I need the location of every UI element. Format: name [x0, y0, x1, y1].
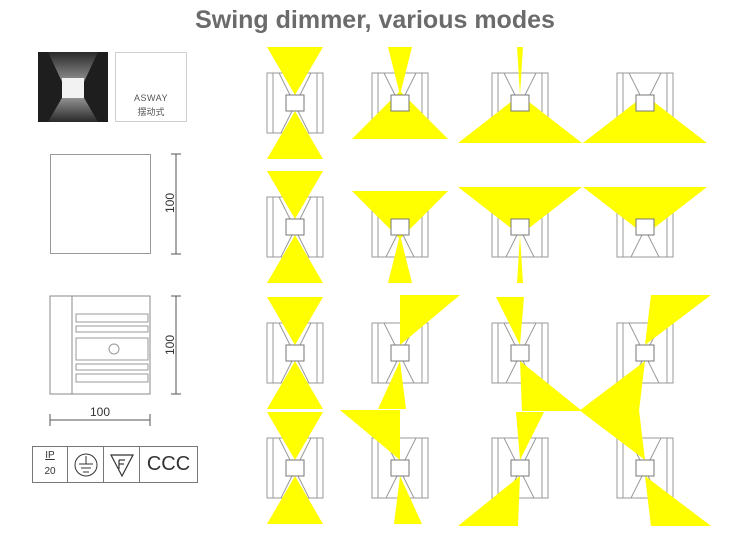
fixture-outline: [616, 322, 674, 384]
light-glow-bottom: [48, 96, 98, 122]
beam-down: [267, 235, 323, 283]
ip-value: 20: [44, 466, 56, 477]
beam-up: [496, 297, 524, 345]
beam-up: [516, 412, 544, 460]
side-height-dimension-line: [171, 295, 181, 395]
side-width-label: 100: [89, 405, 111, 419]
lamp-cube: [510, 459, 530, 477]
front-height-label: 100: [163, 192, 177, 214]
beam-down: [378, 361, 406, 409]
page-title: Swing dimmer, various modes: [195, 6, 555, 34]
lamp-cube: [390, 459, 410, 477]
beam-up: [340, 410, 400, 460]
lamp-cube: [390, 344, 410, 362]
beam-down: [645, 476, 711, 526]
lamp-cube: [285, 94, 305, 112]
lamp-cube: [285, 344, 305, 362]
beam-down: [520, 361, 582, 411]
ip-rating-cell: IP 20: [33, 447, 68, 482]
beam-down: [267, 476, 323, 524]
beam-up: [645, 295, 711, 345]
beam-down: [352, 91, 448, 139]
beam-down: [267, 111, 323, 159]
side-height-label: 100: [163, 334, 177, 356]
beam-up: [267, 297, 323, 345]
beam-down: [458, 476, 520, 526]
side-width-dimension-line: [49, 414, 151, 426]
lamp-cube: [510, 344, 530, 362]
side-view-drawing: [49, 295, 151, 395]
lamp-cube: [390, 218, 410, 236]
mode-label-en: ASWAY: [133, 93, 168, 103]
mode-diagram-grid: [266, 47, 711, 526]
beam-up: [517, 47, 523, 95]
mode-label-box: ASWAY 摆动式: [115, 52, 187, 122]
product-photo: [38, 52, 108, 122]
beam-up: [388, 47, 412, 95]
beam-up: [579, 410, 645, 460]
beam-down: [394, 476, 422, 524]
beam-down: [267, 361, 323, 409]
beam-down: [458, 95, 582, 143]
lamp-cube: [390, 94, 410, 112]
beam-up: [583, 187, 707, 235]
beam-up: [267, 412, 323, 460]
ground-cell: [68, 447, 104, 482]
lamp-cube: [635, 344, 655, 362]
ground-symbol-icon: [74, 453, 98, 477]
beam-up: [352, 191, 448, 239]
fixture-outline: [616, 437, 674, 499]
beam-down: [517, 235, 523, 283]
lamp-cube: [285, 218, 305, 236]
beam-down: [388, 235, 412, 283]
ip-label: IP: [45, 450, 55, 461]
lamp-cube: [510, 94, 530, 112]
lamp-cube: [635, 459, 655, 477]
f-mark-cell: [104, 447, 140, 482]
beam-down: [583, 95, 707, 143]
ccc-mark-icon: CCC: [146, 453, 191, 475]
beam-up: [458, 187, 582, 235]
beam-up: [400, 295, 460, 345]
lamp-cube: [635, 218, 655, 236]
mode-label-zh: 摆动式: [137, 107, 165, 117]
beam-down: [579, 361, 645, 411]
lamp-body: [62, 78, 84, 98]
f-mark-icon: [110, 454, 134, 478]
front-height-dimension-line: [171, 153, 181, 255]
lamp-cube: [635, 94, 655, 112]
lamp-cube: [285, 459, 305, 477]
certification-strip: IP 20 CCC: [32, 446, 198, 483]
lamp-cube: [510, 218, 530, 236]
beam-up: [267, 47, 323, 95]
beam-up: [267, 171, 323, 219]
front-view-drawing: [50, 154, 151, 254]
